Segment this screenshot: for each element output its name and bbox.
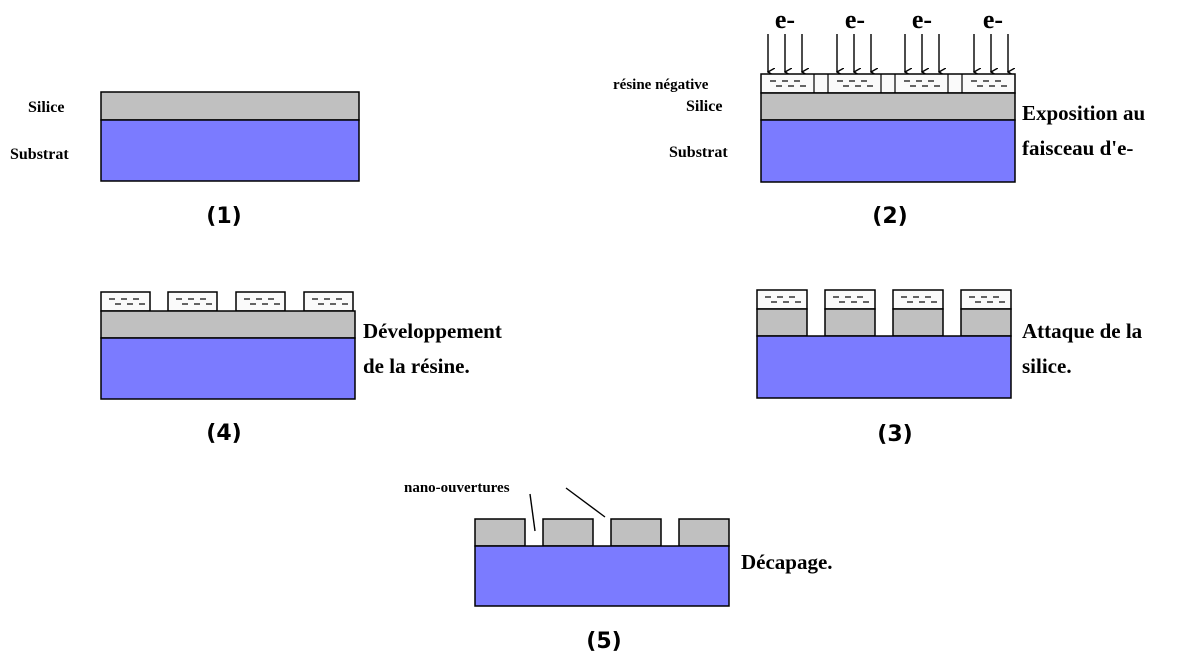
label-openings: nano-ouvertures: [404, 480, 510, 496]
resist-block: [756, 289, 808, 310]
label-substrate: Substrat: [10, 146, 69, 163]
electron-beam-label: e-: [775, 5, 795, 34]
resist-block: [892, 289, 944, 310]
step-number-1: (1): [206, 204, 241, 229]
caption-line-1: Exposition au: [1022, 101, 1145, 125]
pointer-line: [565, 487, 606, 518]
silica-pillar: [892, 308, 944, 337]
silica-pillar: [960, 308, 1012, 337]
panel-1: Silice Substrat (1): [10, 91, 360, 229]
resist-block: [235, 291, 286, 312]
electron-beam-label: e-: [983, 5, 1003, 34]
caption-line-2: faisceau d'e-: [1022, 136, 1133, 160]
resist-block: [100, 291, 151, 312]
panel-4: Développement de la résine. (4): [100, 291, 502, 446]
electron-beam-label: e-: [845, 5, 865, 34]
label-resist: résine négative: [613, 77, 709, 93]
silica-pillar: [610, 518, 662, 547]
silica-pillar: [756, 308, 808, 337]
caption-line-2: de la résine.: [363, 354, 470, 378]
label-substrate: Substrat: [669, 144, 728, 161]
panel-5: nano-ouvertures Décapage. (5): [404, 480, 833, 653]
electron-beam-label: e-: [912, 5, 932, 34]
pointer-line: [529, 493, 536, 532]
caption: Décapage.: [741, 550, 833, 574]
label-silica: Silice: [686, 98, 722, 115]
silica-layer: [100, 310, 356, 339]
substrate-layer: [474, 545, 730, 607]
silica-layer: [100, 91, 360, 121]
caption-line-1: Développement: [363, 319, 502, 343]
label-silica: Silice: [28, 99, 64, 116]
resist-block: [303, 291, 354, 312]
resist-block: [824, 289, 876, 310]
step-number-2: (2): [872, 204, 907, 229]
substrate-layer: [756, 335, 1012, 399]
caption-line-2: silice.: [1022, 354, 1072, 378]
step-number-4: (4): [206, 421, 241, 446]
panel-2: e- e- e- e-: [613, 5, 1145, 229]
substrate-layer: [100, 119, 360, 182]
electron-beam-arrows: [768, 34, 1008, 72]
substrate-layer: [100, 337, 356, 400]
silica-pillar: [678, 518, 730, 547]
resist-block: [960, 289, 1012, 310]
silica-layer: [760, 92, 1016, 121]
silica-pillar: [824, 308, 876, 337]
caption-line-1: Attaque de la: [1022, 319, 1143, 343]
silica-pillar: [542, 518, 594, 547]
resist-layer: [760, 73, 1016, 94]
resist-block: [167, 291, 218, 312]
substrate-layer: [760, 119, 1016, 183]
silica-pillar: [474, 518, 526, 547]
panel-3: Attaque de la silice. (3): [756, 289, 1143, 447]
step-number-5: (5): [586, 629, 621, 653]
step-number-3: (3): [877, 422, 912, 447]
